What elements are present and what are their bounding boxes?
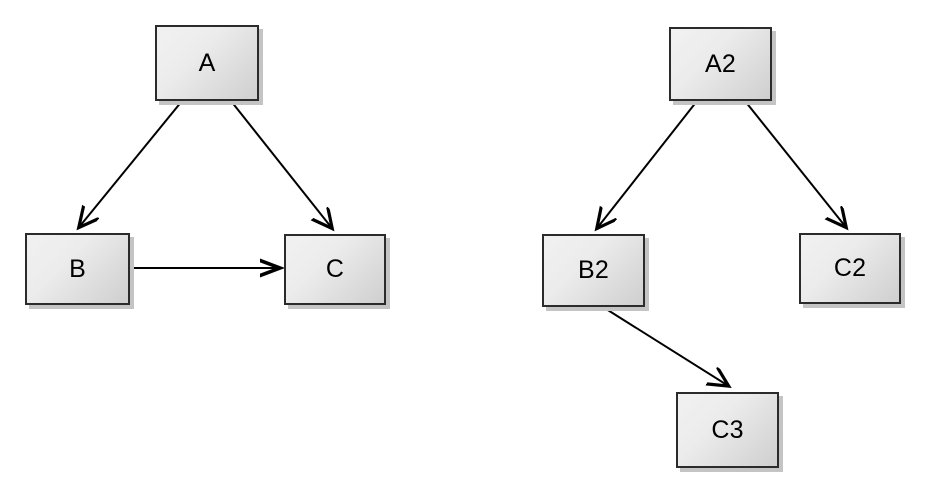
node-B2[interactable]: B2 xyxy=(542,234,645,307)
node-B-label: B xyxy=(69,254,86,283)
node-A-label: A xyxy=(198,48,216,77)
node-A[interactable]: A xyxy=(155,25,259,101)
node-C3-label: C3 xyxy=(711,415,744,444)
node-C3[interactable]: C3 xyxy=(676,392,779,468)
node-A2[interactable]: A2 xyxy=(669,27,772,101)
edge-B2-to-C3 xyxy=(602,306,727,385)
node-C2[interactable]: C2 xyxy=(799,233,901,304)
node-A2-label: A2 xyxy=(705,49,736,78)
node-B[interactable]: B xyxy=(25,233,130,305)
node-C2-label: C2 xyxy=(833,254,867,282)
node-C-label: C xyxy=(325,255,345,283)
node-B2-label: B2 xyxy=(578,256,609,284)
edge-A-to-C xyxy=(230,100,331,227)
edge-A-to-B xyxy=(80,100,183,226)
edge-A2-to-C2 xyxy=(744,100,845,226)
node-C[interactable]: C xyxy=(284,234,386,305)
edge-A2-to-B2 xyxy=(598,100,698,227)
